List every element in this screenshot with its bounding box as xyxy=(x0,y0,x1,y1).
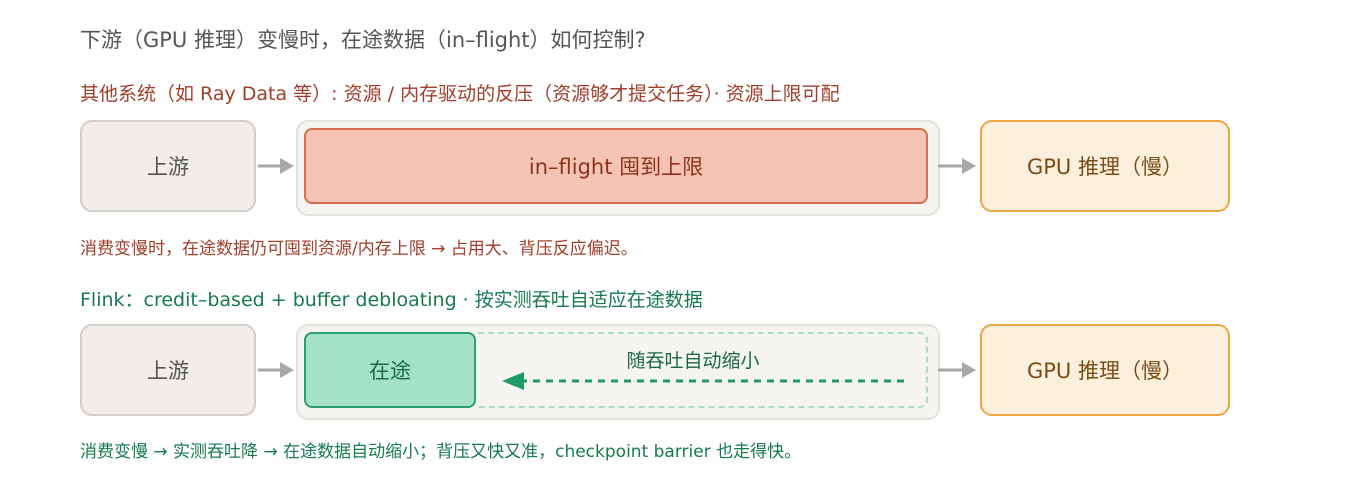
arrow-flink-buffer-to-gpu xyxy=(938,362,976,378)
arrow-inflight-to-gpu xyxy=(938,158,976,174)
backpressure-note: 消费变慢时，在途数据仍可囤到资源/内存上限 → 占用大、背压反应偏迟。 xyxy=(80,239,638,259)
inflight-full-box: in–flight 囤到上限 xyxy=(304,128,928,204)
intransit-box: 在途 xyxy=(304,332,476,408)
backpressure-heading: 其他系统（如 Ray Data 等）: 资源 / 内存驱动的反压（资源够才提交任… xyxy=(80,83,840,105)
inflight-label: in–flight 囤到上限 xyxy=(528,155,704,179)
flink-gpu-inference-box: GPU 推理（慢） xyxy=(980,324,1230,416)
intransit-label: 在途 xyxy=(369,359,411,383)
shrink-arrow-icon xyxy=(502,372,904,390)
auto-shrink-label: 随吞吐自动缩小 xyxy=(626,350,760,372)
flink-note: 消费变慢 → 实测吞吐降 → 在途数据自动缩小；背压又快又准，checkpoin… xyxy=(80,442,802,462)
flink-upstream-box: 上游 xyxy=(80,324,256,416)
flink-upstream-label: 上游 xyxy=(147,359,189,383)
gpu-inference-box: GPU 推理（慢） xyxy=(980,120,1230,212)
page-title: 下游（GPU 推理）变慢时，在途数据（in–flight）如何控制? xyxy=(80,28,646,52)
arrow-upstream-to-inflight xyxy=(258,158,294,174)
flink-heading: Flink：credit–based + buffer debloating ·… xyxy=(80,289,703,311)
flink-gpu-label: GPU 推理（慢） xyxy=(1027,359,1183,383)
gpu-label: GPU 推理（慢） xyxy=(1027,155,1183,179)
debloat-dashed-area xyxy=(478,332,928,408)
arrow-flink-upstream-to-buffer xyxy=(258,362,294,378)
upstream-box: 上游 xyxy=(80,120,256,212)
upstream-label: 上游 xyxy=(147,155,189,179)
